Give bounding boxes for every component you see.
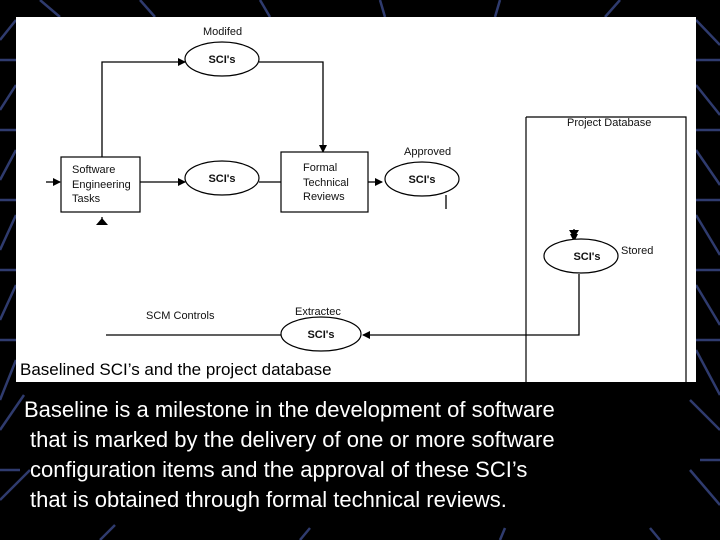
body-line-2: that is marked by the delivery of one or… — [30, 427, 555, 452]
diagram-panel: SCI's SCI's SCI's SCI's SCI's Software E… — [16, 17, 696, 382]
diagram-caption: Baselined SCI’s and the project database — [20, 360, 332, 380]
label-project-database: Project Database — [567, 117, 651, 129]
stored-arrowhead — [569, 230, 579, 238]
body-paragraph: Baseline is a milestone in the developme… — [24, 395, 714, 515]
sci-label-extracted: SCI's — [307, 329, 334, 341]
connector-tasks-to-modified — [101, 58, 186, 157]
sci-ellipse-extracted — [280, 316, 362, 352]
reviews-box-line-2: Technical — [303, 177, 349, 189]
formal-technical-reviews-box — [280, 151, 369, 213]
body-line-4: that is obtained through formal technica… — [30, 487, 507, 512]
sci-ellipse-stored — [543, 238, 619, 274]
sci-label-tasks: SCI's — [208, 173, 235, 185]
sci-label-approved: SCI's — [408, 174, 435, 186]
body-line-3: configuration items and the approval of … — [30, 457, 528, 482]
tasks-box-line-3: Tasks — [72, 193, 101, 205]
label-stored: Stored — [621, 245, 653, 257]
software-engineering-tasks-box — [60, 156, 141, 213]
label-modified: Modifed — [203, 26, 242, 38]
reviews-box-line-3: Reviews — [303, 191, 345, 203]
baseline-diagram: SCI's SCI's SCI's SCI's SCI's Software E… — [46, 26, 687, 382]
tasks-box-line-1: Software — [72, 164, 115, 176]
body-line-1: Baseline is a milestone in the developme… — [24, 397, 555, 422]
tasks-box-line-2: Engineering — [72, 179, 131, 191]
label-extracted: Extractec — [295, 306, 341, 318]
connector-modified-to-reviews — [259, 61, 327, 153]
sci-ellipse-approved — [384, 161, 460, 197]
label-approved: Approved — [404, 146, 451, 158]
sci-ellipse-modified — [184, 41, 260, 77]
sci-ellipse-tasks — [184, 160, 260, 196]
reviews-box-line-1: Formal — [303, 162, 337, 174]
project-database-boundary — [525, 116, 687, 382]
label-scm-controls: SCM Controls — [146, 310, 215, 322]
sci-label-modified: SCI's — [208, 54, 235, 66]
sci-label-stored: SCI's — [573, 251, 600, 263]
tasks-up-arrowhead — [96, 218, 108, 225]
connector-stored-to-extracted — [362, 274, 580, 339]
